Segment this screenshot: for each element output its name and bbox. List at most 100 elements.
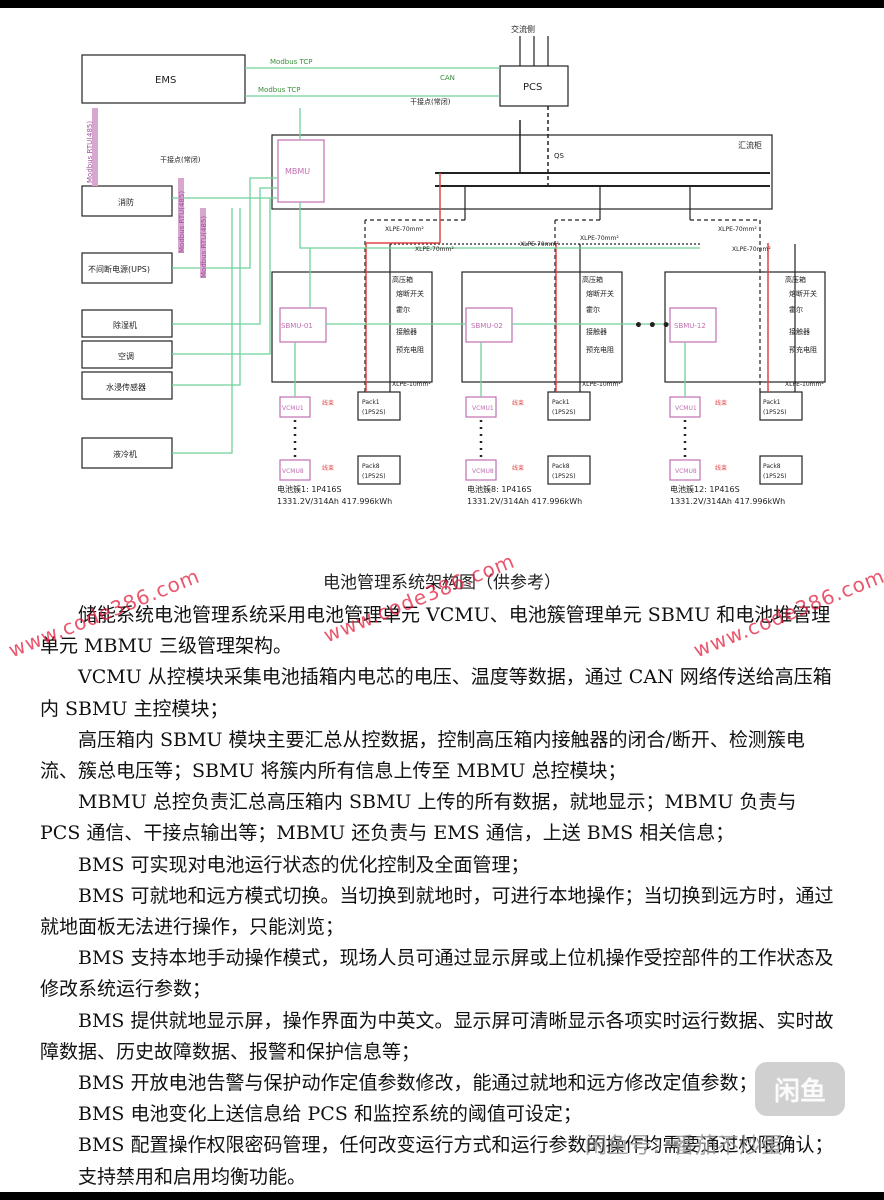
vcmu-bottom-label: VCMU8	[472, 468, 494, 475]
vcmu-bottom-label: VCMU8	[282, 468, 304, 475]
dehumidifier-label: 除湿机	[113, 320, 137, 330]
mbmu-box	[277, 139, 325, 203]
precharge-label: 预充电阻	[789, 345, 817, 354]
cluster-capacity-label: 1331.2V/314Ah 417.996kWh	[670, 497, 785, 506]
svg-text:QS: QS	[554, 152, 565, 160]
svg-text:XLPE-70mm²: XLPE-70mm²	[520, 241, 559, 248]
chiller-label: 液冷机	[113, 449, 137, 459]
pack-top-label: Pack1	[362, 399, 380, 406]
ems-box	[81, 54, 246, 104]
paragraph: BMS 可就地和远方模式切换。当切换到就地时，可进行本地操作；当切换到远方时，通…	[40, 884, 834, 939]
hv-box-label: 高压箱	[392, 275, 413, 284]
pack-bottom-spec: (1P52S)	[362, 473, 386, 480]
wire-label: 线束	[715, 464, 727, 472]
svg-text:Modbus RTU(485): Modbus RTU(485)	[200, 216, 208, 278]
pack-bottom-label: Pack8	[552, 463, 570, 470]
paragraph: VCMU 从控模块采集电池插箱内电芯的电压、温度等数据，通过 CAN 网络传送给…	[40, 666, 832, 720]
cable-link-label: XLPE-10mm²	[785, 381, 824, 388]
cluster-capacity-label: 1331.2V/314Ah 417.996kWh	[467, 497, 582, 506]
pack-top-label: Pack1	[763, 399, 781, 406]
svg-text:XLPE-70mm²: XLPE-70mm²	[580, 235, 619, 242]
diagram-caption: 电池管理系统架构图（供参考）	[323, 573, 561, 593]
pack-bottom-spec: (1P52S)	[763, 473, 787, 480]
svg-text:干接点(常闭): 干接点(常闭)	[410, 97, 451, 106]
hv-box-label: 高压箱	[582, 275, 603, 284]
svg-text:干接点(常闭): 干接点(常闭)	[160, 155, 201, 164]
svg-text:Modbus RTU(485): Modbus RTU(485)	[178, 191, 186, 253]
wire-label: 线束	[512, 399, 524, 407]
pack-top-spec: (1P52S)	[552, 409, 576, 416]
paragraph: 储能系统电池管理系统采用电池管理单元 VCMU、电池簇管理单元 SBMU 和电池…	[40, 604, 831, 658]
grid-label: 交流侧	[511, 24, 535, 34]
ems-label: EMS	[155, 75, 176, 86]
sbmu-label: SBMU-02	[471, 322, 503, 330]
xianyu-account-text: 闲鱼号：番茄不炒蛋	[585, 1134, 784, 1159]
vcmu-top-label: VCMU1	[282, 405, 304, 412]
sbmu-label: SBMU-12	[674, 322, 706, 330]
fuse-label: 熔断开关	[586, 289, 614, 298]
paragraph: 支持禁用和启用均衡功能。	[78, 1165, 307, 1188]
pack-bottom-spec: (1P52S)	[552, 473, 576, 480]
paragraph: BMS 可实现对电池运行状态的优化控制及全面管理；	[78, 853, 530, 876]
cluster-spec-label: 电池簇8: 1P416S	[467, 484, 532, 494]
vcmu-bottom-label: VCMU8	[675, 468, 697, 475]
svg-text:XLPE-70mm²: XLPE-70mm²	[732, 246, 771, 253]
svg-text:XLPE-70mm²: XLPE-70mm²	[385, 226, 424, 233]
paragraph: BMS 提供就地显示屏，操作界面为中英文。显示屏可清晰显示各项实时运行数据、实时…	[40, 1009, 834, 1063]
pack-bottom-label: Pack8	[763, 463, 781, 470]
body-text: 储能系统电池管理系统采用电池管理单元 VCMU、电池簇管理单元 SBMU 和电池…	[40, 600, 840, 1193]
cluster-spec-label: 电池簇12: 1P416S	[670, 484, 740, 494]
paragraph: MBMU 总控负责汇总高压箱内 SBMU 上传的所有数据，就地显示；MBMU 负…	[40, 791, 797, 845]
bus-cabinet-box	[271, 134, 773, 210]
wire-label: 线束	[322, 464, 334, 472]
fire-label: 消防	[118, 197, 134, 207]
sbmu-label: SBMU-01	[281, 322, 313, 330]
vcmu-top-label: VCMU1	[675, 405, 697, 412]
contactor-label: 接触器	[586, 327, 607, 336]
precharge-label: 预充电阻	[396, 345, 424, 354]
precharge-label: 预充电阻	[586, 345, 614, 354]
sbmu12-box	[669, 307, 717, 343]
water-label: 水浸传感器	[106, 382, 146, 392]
svg-text:CAN: CAN	[440, 74, 455, 82]
cluster-spec-label: 电池簇1: 1P416S	[277, 484, 342, 494]
ac-label: 空调	[118, 351, 134, 361]
paragraph: BMS 电池变化上送信息给 PCS 和监控系统的阈值可设定；	[78, 1103, 582, 1126]
cluster-ellipsis: • • •	[634, 318, 671, 334]
paragraph: 高压箱内 SBMU 模块主要汇总从控数据，控制高压箱内接触器的闭合/断开、检测簇…	[40, 728, 805, 783]
cable-link-label: XLPE-10mm²	[582, 381, 621, 388]
paragraph: BMS 支持本地手动操作模式，现场人员可通过显示屏或上位机操作受控部件的工作状态…	[40, 947, 834, 1001]
cluster12-box	[664, 271, 826, 383]
wire-label: 线束	[715, 399, 727, 407]
contactor-label: 接触器	[789, 327, 810, 336]
cluster1-box	[271, 271, 433, 383]
xianyu-logo-icon: 闲鱼	[755, 1062, 845, 1116]
mbmu-label: MBMU	[285, 167, 310, 176]
hall-sensor-label: 霍尔	[586, 305, 600, 314]
fuse-label: 熔断开关	[396, 289, 424, 298]
wire-label: 线束	[322, 399, 334, 407]
hall-sensor-label: 霍尔	[396, 305, 410, 314]
vcmu-top-label: VCMU1	[472, 405, 494, 412]
paragraph: BMS 开放电池告警与保护动作定值参数修改，能通过就地和远方修改定值参数；	[78, 1072, 758, 1095]
bms-architecture-diagram: 交流侧 PCS EMS 汇流柜 MBMU 消防 不间断电源(UPS) 除湿机 空…	[81, 24, 826, 506]
svg-text:Modbus TCP: Modbus TCP	[270, 58, 313, 66]
top-edge-bar	[0, 0, 884, 8]
fuse-label: 熔断开关	[789, 289, 817, 298]
contactor-label: 接触器	[396, 327, 417, 336]
ups-label: 不间断电源(UPS)	[88, 264, 150, 274]
hall-sensor-label: 霍尔	[789, 305, 803, 314]
svg-text:XLPE-70mm²: XLPE-70mm²	[415, 246, 454, 253]
pcs-label: PCS	[523, 82, 542, 93]
svg-text:Modbus RTU(485): Modbus RTU(485)	[86, 121, 94, 183]
pack-top-spec: (1P52S)	[362, 409, 386, 416]
sbmu1-box	[279, 307, 327, 343]
fire-box	[81, 185, 173, 217]
sbmu8-box	[465, 307, 513, 343]
cluster8-box	[461, 271, 623, 383]
cable-link-label: XLPE-10mm²	[392, 381, 431, 388]
hv-box-label: 高压箱	[785, 275, 806, 284]
bottom-edge-bar	[0, 1192, 884, 1200]
bus-label: 汇流柜	[738, 140, 762, 150]
pack-bottom-label: Pack8	[362, 463, 380, 470]
